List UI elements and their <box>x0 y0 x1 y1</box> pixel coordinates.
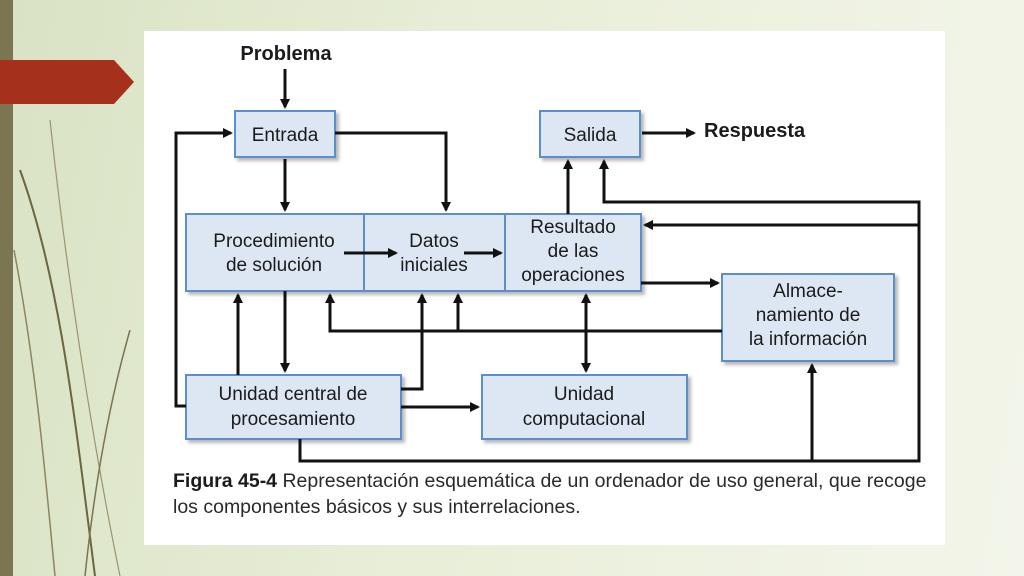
respuesta-label: Respuesta <box>704 120 806 142</box>
box-entrada: Entrada <box>234 110 336 158</box>
figure-number: Figura 45-4 <box>173 470 278 492</box>
datos-label-2: iniciales <box>400 255 468 276</box>
computer-schematic-diagram: Entrada Salida Procedimiento de solución… <box>174 43 921 463</box>
datos-label-1: Datos <box>409 231 459 252</box>
box-ucp: Unidad central de procesamiento <box>185 374 402 440</box>
salida-label: Salida <box>564 125 617 146</box>
almacenamiento-label-1: Almace- <box>773 281 843 302</box>
box-salida: Salida <box>539 110 641 158</box>
procedimiento-label-1: Procedimiento <box>213 231 334 252</box>
almacenamiento-label-2: namiento de <box>756 305 861 326</box>
resultado-label-3: operaciones <box>521 265 625 286</box>
decorative-curves <box>13 119 131 576</box>
resultado-label-2: de las <box>548 241 599 262</box>
ucp-label-2: procesamiento <box>231 409 356 430</box>
accent-arrow-shape <box>0 60 134 104</box>
figure-caption: Figura 45-4 Representación esquemática d… <box>173 468 933 520</box>
figure-card: Entrada Salida Procedimiento de solución… <box>144 31 945 545</box>
sidebar-stripe <box>0 0 13 576</box>
ucp-label-1: Unidad central de <box>219 384 368 405</box>
figure-caption-text: Representación esquemática de un ordenad… <box>173 470 927 518</box>
computacional-label-2: computacional <box>523 409 646 430</box>
box-almacenamiento: Almace- namiento de la información <box>721 273 895 362</box>
computacional-label-1: Unidad <box>554 384 614 405</box>
problema-label: Problema <box>240 43 332 65</box>
resultado-label-1: Resultado <box>530 217 616 238</box>
almacenamiento-label-3: la información <box>749 329 867 350</box>
procedimiento-label-2: de solución <box>226 255 322 276</box>
entrada-label: Entrada <box>252 125 319 146</box>
box-procesing-row: Procedimiento de solución Datos iniciale… <box>185 213 642 292</box>
box-computacional: Unidad computacional <box>481 374 688 440</box>
connector-arrows <box>174 69 921 463</box>
